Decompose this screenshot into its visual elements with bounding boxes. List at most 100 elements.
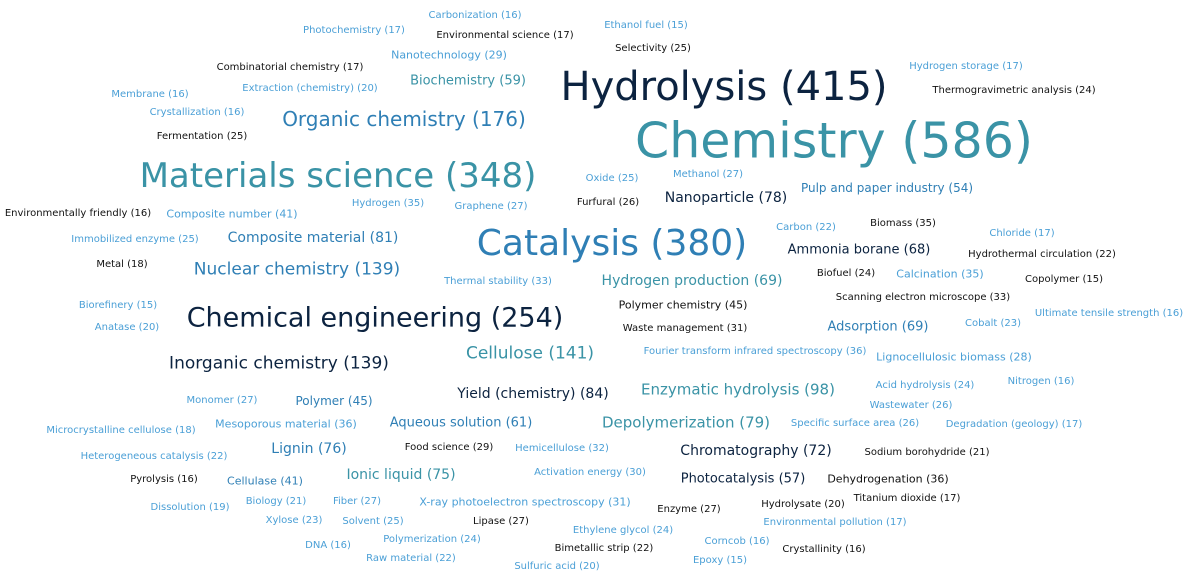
word: Thermal stability (33) [444, 276, 552, 287]
word: Cobalt (23) [965, 318, 1021, 329]
word: Pyrolysis (16) [130, 474, 198, 485]
word: Ultimate tensile strength (16) [1034, 308, 1183, 319]
word: Composite number (41) [166, 207, 298, 221]
word: Raw material (22) [366, 553, 456, 564]
word: Extraction (chemistry) (20) [242, 83, 378, 94]
word: Nanoparticle (78) [664, 190, 788, 206]
word: Scanning electron microscope (33) [835, 292, 1011, 303]
word: Dissolution (19) [150, 502, 230, 513]
word: Xylose (23) [265, 515, 323, 526]
word: Biomass (35) [870, 218, 936, 229]
word: Catalysis (380) [476, 223, 748, 264]
word: Environmentally friendly (16) [4, 208, 152, 219]
word: Hydrogen storage (17) [909, 61, 1023, 72]
word: Ionic liquid (75) [346, 467, 456, 483]
word: Environmental science (17) [436, 30, 574, 41]
word: Organic chemistry (176) [282, 107, 526, 131]
word: Hydrolysate (20) [761, 499, 845, 510]
word: Photochemistry (17) [303, 25, 405, 36]
word: Cellulase (41) [227, 474, 303, 488]
word: Biofuel (24) [816, 268, 876, 279]
word: Thermogravimetric analysis (24) [932, 85, 1096, 96]
word: Hydrogen production (69) [601, 273, 783, 289]
word: Food science (29) [404, 442, 494, 453]
word: Materials science (348) [139, 156, 537, 196]
word: Calcination (35) [896, 267, 984, 281]
word: Crystallization (16) [149, 107, 245, 118]
word: Enzyme (27) [657, 504, 721, 515]
word: Ethanol fuel (15) [604, 20, 688, 31]
word: X-ray photoelectron spectroscopy (31) [419, 495, 631, 509]
word: Acid hydrolysis (24) [875, 380, 975, 391]
word: DNA (16) [305, 540, 351, 551]
word: Chemical engineering (254) [186, 302, 564, 334]
word: Activation energy (30) [534, 467, 646, 478]
word: Polymer (45) [295, 394, 373, 408]
word: Lignin (76) [271, 441, 347, 457]
word: Depolymerization (79) [601, 413, 771, 432]
word: Monomer (27) [186, 395, 258, 406]
word: Combinatorial chemistry (17) [216, 62, 364, 73]
word: Sodium borohydride (21) [864, 447, 990, 458]
word: Polymerization (24) [383, 534, 481, 545]
word: Mesoporous material (36) [215, 417, 357, 431]
word: Ethylene glycol (24) [572, 525, 674, 536]
word: Hydrogen (35) [351, 198, 425, 209]
word: Carbonization (16) [428, 10, 522, 21]
word: Chromatography (72) [680, 443, 832, 459]
word: Biochemistry (59) [410, 73, 526, 89]
word: Microcrystalline cellulose (18) [46, 425, 196, 436]
word: Cellulose (141) [465, 343, 595, 364]
word: Polymer chemistry (45) [618, 298, 748, 312]
word: Ammonia borane (68) [787, 242, 931, 258]
word: Enzymatic hydrolysis (98) [641, 380, 835, 399]
word: Lipase (27) [473, 516, 529, 527]
word: Graphene (27) [454, 201, 528, 212]
word: Degradation (geology) (17) [945, 419, 1083, 430]
word: Furfural (26) [576, 197, 640, 208]
word: Inorganic chemistry (139) [169, 353, 389, 374]
word: Hemicellulose (32) [515, 443, 609, 454]
word: Hydrolysis (415) [560, 64, 888, 110]
word: Carbon (22) [776, 222, 836, 233]
word: Environmental pollution (17) [763, 517, 907, 528]
word: Fermentation (25) [156, 131, 248, 142]
word: Nuclear chemistry (139) [193, 259, 401, 280]
word: Crystallinity (16) [782, 544, 866, 555]
word: Anatase (20) [94, 322, 160, 333]
word: Selectivity (25) [615, 43, 691, 54]
word: Chloride (17) [989, 228, 1055, 239]
word: Nitrogen (16) [1007, 376, 1075, 387]
word: Biorefinery (15) [78, 300, 158, 311]
word: Lignocellulosic biomass (28) [876, 350, 1032, 364]
word: Wastewater (26) [869, 400, 953, 411]
word: Specific surface area (26) [790, 418, 920, 429]
word: Methanol (27) [672, 169, 744, 180]
word: Pulp and paper industry (54) [800, 181, 974, 195]
word: Dehydrogenation (36) [827, 472, 949, 486]
word: Fourier transform infrared spectroscopy … [643, 346, 867, 357]
word: Membrane (16) [111, 89, 189, 100]
word: Chemistry (586) [635, 112, 1033, 170]
word: Fiber (27) [332, 496, 382, 507]
word: Composite material (81) [227, 230, 399, 246]
word: Immobilized enzyme (25) [71, 234, 199, 245]
word: Sulfuric acid (20) [514, 561, 600, 572]
word: Heterogeneous catalysis (22) [80, 451, 228, 462]
word: Oxide (25) [585, 173, 639, 184]
word: Biology (21) [245, 496, 307, 507]
word: Solvent (25) [342, 516, 404, 527]
word: Metal (18) [96, 259, 148, 270]
word: Nanotechnology (29) [391, 48, 507, 62]
word: Adsorption (69) [827, 319, 929, 335]
word: Bimetallic strip (22) [554, 543, 654, 554]
word: Yield (chemistry) (84) [457, 386, 609, 402]
word: Titanium dioxide (17) [853, 493, 961, 504]
word: Waste management (31) [622, 323, 748, 334]
word: Aqueous solution (61) [389, 415, 533, 431]
word: Corncob (16) [704, 536, 770, 547]
word: Epoxy (15) [692, 555, 748, 566]
word: Hydrothermal circulation (22) [968, 249, 1116, 260]
word: Copolymer (15) [1025, 274, 1103, 285]
